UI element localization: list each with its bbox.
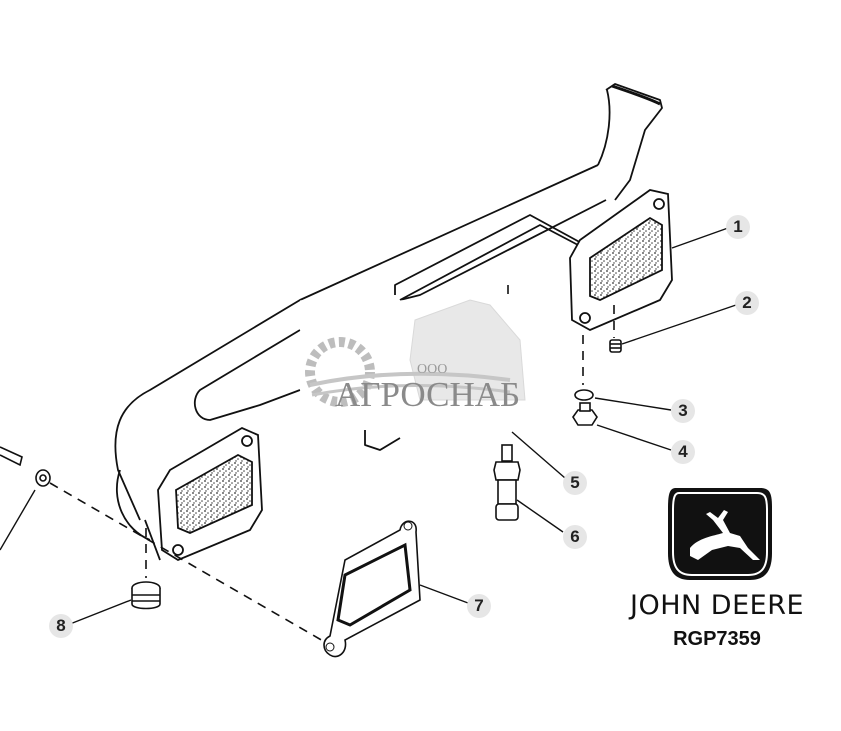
brand-name: JOHN DEERE <box>629 590 805 621</box>
callout-7: 7 <box>467 594 491 618</box>
exhaust-manifold <box>114 83 663 561</box>
callout-3: 3 <box>671 399 695 423</box>
john-deere-logo <box>668 488 772 580</box>
figure-code: RGP7359 <box>673 628 761 650</box>
callout-5: 5 <box>563 471 587 495</box>
watermark-logo <box>300 299 530 430</box>
gasket <box>323 520 421 658</box>
left-flange <box>157 426 263 562</box>
right-flange <box>569 189 673 332</box>
leader-lines <box>0 227 737 625</box>
small-parts <box>0 339 622 610</box>
callout-2: 2 <box>735 291 759 315</box>
callout-8: 8 <box>49 614 73 638</box>
watermark-name: АГРОСНАБ <box>335 375 521 414</box>
watermark-prefix: ООО <box>417 362 448 377</box>
callout-1: 1 <box>726 215 750 239</box>
assembly-lines <box>49 285 615 646</box>
callout-6: 6 <box>563 525 587 549</box>
callout-4: 4 <box>671 440 695 464</box>
